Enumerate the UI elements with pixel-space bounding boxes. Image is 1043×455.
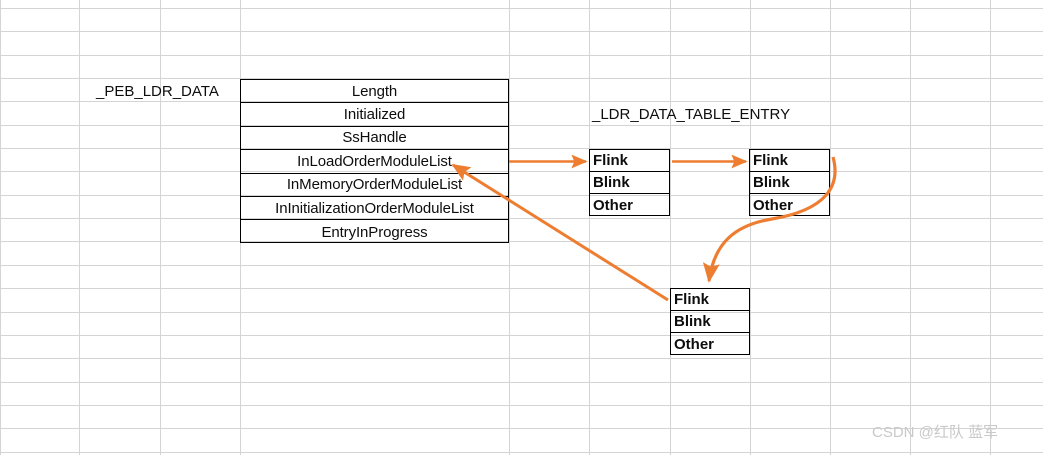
field-label: SsHandle <box>342 129 407 147</box>
table-row: Flink <box>590 150 669 173</box>
table-row: Blink <box>671 311 749 334</box>
table-row: Flink <box>671 289 749 312</box>
field-label: Length <box>351 82 398 100</box>
grid-row-line <box>0 452 1043 453</box>
peb-ldr-data-table: Length Initialized SsHandle InLoadOrderM… <box>240 79 509 243</box>
table-row: Blink <box>590 172 669 195</box>
grid-column-line <box>750 0 751 455</box>
table-row: Blink <box>750 172 829 195</box>
table-row: Other <box>671 333 749 355</box>
grid-row-line <box>0 8 1043 9</box>
grid-row-line <box>0 78 1043 79</box>
field-label: Blink <box>593 174 630 192</box>
field-label: InMemoryOrderModuleList <box>286 176 463 194</box>
grid-column-line <box>910 0 911 455</box>
field-label: Flink <box>674 291 710 309</box>
table-row: Flink <box>750 150 829 173</box>
grid-row-line <box>0 218 1043 219</box>
field-label: Blink <box>753 174 790 192</box>
grid-row-line <box>0 171 1043 172</box>
table-row: Other <box>750 194 829 216</box>
ldr-entry-box-2: Flink Blink Other <box>749 149 830 216</box>
grid-row-line <box>0 31 1043 32</box>
table-row: Initialized <box>241 103 508 127</box>
grid-column-line <box>830 0 831 455</box>
grid-row-line <box>0 288 1043 289</box>
grid-row-line <box>0 241 1043 242</box>
ldr-data-table-entry-label: _LDR_DATA_TABLE_ENTRY <box>592 106 791 123</box>
grid-row-line <box>0 148 1043 149</box>
grid-row-line <box>0 265 1043 266</box>
grid-row-line <box>0 101 1043 102</box>
ldr-entry-box-1: Flink Blink Other <box>589 149 670 216</box>
field-label: InInitializationOrderModuleList <box>275 199 474 217</box>
grid-column-line <box>990 0 991 455</box>
grid-column-line <box>0 0 1 455</box>
grid-row-line <box>0 195 1043 196</box>
grid-row-line <box>0 125 1043 126</box>
csdn-watermark: CSDN @红队 蓝军 <box>872 424 999 441</box>
grid-row-line <box>0 335 1043 336</box>
grid-row-line <box>0 358 1043 359</box>
field-label: Other <box>674 335 715 353</box>
field-label: Other <box>753 196 794 214</box>
grid-column-line <box>160 0 161 455</box>
grid-row-line <box>0 312 1043 313</box>
table-row: Other <box>590 194 669 216</box>
field-label: Flink <box>753 152 789 170</box>
grid-column-line <box>509 0 510 455</box>
table-row: InInitializationOrderModuleList <box>241 197 508 221</box>
table-row: Length <box>241 80 508 104</box>
field-label: Flink <box>593 152 629 170</box>
table-row: SsHandle <box>241 127 508 151</box>
grid-column-line <box>670 0 671 455</box>
grid-column-line <box>79 0 80 455</box>
field-label: Blink <box>674 313 711 331</box>
field-label: Other <box>593 196 634 214</box>
table-row: EntryInProgress <box>241 220 508 243</box>
table-row: InLoadOrderModuleList <box>241 150 508 174</box>
table-row: InMemoryOrderModuleList <box>241 174 508 197</box>
field-label: InLoadOrderModuleList <box>297 152 452 170</box>
grid-column-line <box>589 0 590 455</box>
peb-ldr-data-label: _PEB_LDR_DATA <box>96 83 219 100</box>
grid-row-line <box>0 55 1043 56</box>
ldr-entry-box-3: Flink Blink Other <box>670 288 750 355</box>
field-label: Initialized <box>343 106 406 124</box>
grid-row-line <box>0 405 1043 406</box>
field-label: EntryInProgress <box>321 223 428 241</box>
grid-row-line <box>0 382 1043 383</box>
